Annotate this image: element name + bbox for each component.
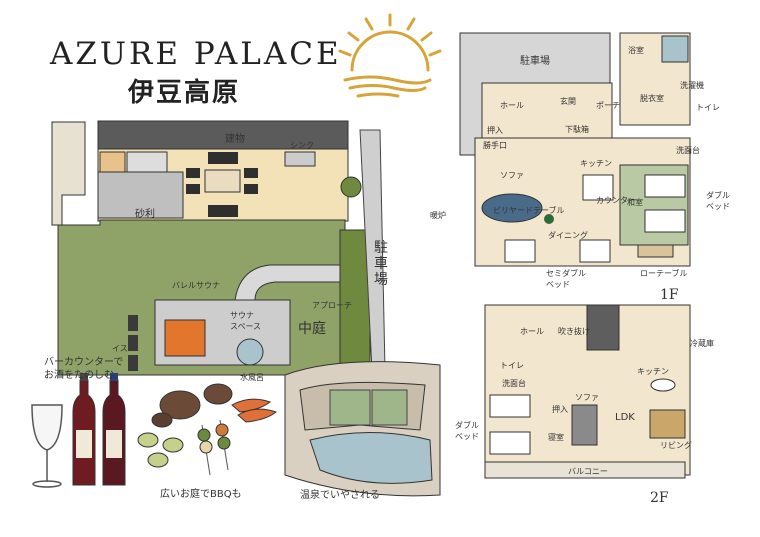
f1-semi-double-bed-label: セミダブル ベッド <box>546 269 586 289</box>
f2-living-label: リビング <box>660 441 692 450</box>
bar-counter-caption: バーカウンターで お酒をたのしむ <box>44 357 124 381</box>
f1-toilet-label: トイレ <box>696 103 720 112</box>
f2-balcony-label: バルコニー <box>568 467 608 476</box>
f2-double-bed-label: ダブル ベッド <box>455 421 479 441</box>
f2-storage-label: 押入 <box>552 405 568 414</box>
f1-japanese-room-label: 和室 <box>627 198 643 207</box>
building-label: 建物 <box>225 134 245 145</box>
shrimp-icon <box>231 398 278 423</box>
floor2-tag: 2F <box>650 490 669 506</box>
f2-hall-label: ホール <box>520 327 544 336</box>
floor1-tag: 1F <box>660 287 679 303</box>
bbq-skewer-icon <box>137 383 233 476</box>
f2-toilet-label: トイレ <box>500 361 524 370</box>
f1-back-door-label: 勝手口 <box>483 141 507 150</box>
f1-kitchen-label: キッチン <box>580 159 612 168</box>
f2-void-label: 吹き抜け <box>558 327 590 336</box>
f1-washbasin-label: 洗面台 <box>676 146 700 155</box>
wine-glass-icon <box>31 404 63 488</box>
f1-dining-label: ダイニング <box>548 231 588 240</box>
bbq-caption: 広いお庭でBBQも <box>160 489 242 500</box>
wine-bottle-icon <box>72 373 126 486</box>
f2-sofa-label: ソファ <box>575 393 599 402</box>
f1-hall-label: ホール <box>500 101 524 110</box>
f1-pool-table-label: ビリヤードテーブル <box>493 206 565 215</box>
sink-label: シンク <box>290 141 314 150</box>
f2-kitchen-label: キッチン <box>637 367 669 376</box>
floor1-plan <box>459 32 691 267</box>
f1-low-table-label: ローテーブル <box>640 269 688 278</box>
sauna-space-label: サウナ スペース <box>230 311 262 331</box>
chairs-label: イス <box>112 344 128 353</box>
courtyard-label: 中庭 <box>298 321 326 337</box>
floor2-plan <box>484 304 691 479</box>
f1-double-bed-label: ダブル ベッド <box>706 191 730 211</box>
f1-shoe-box-label: 下駄箱 <box>565 125 589 134</box>
f1-sofa-label: ソファ <box>500 171 524 180</box>
f2-bedroom-label: 寝室 <box>548 433 564 442</box>
water-bath-label: 水風呂 <box>240 373 264 382</box>
f1-fireplace-label: 暖炉 <box>430 211 446 220</box>
page-title: AZURE PALACE <box>50 36 342 72</box>
f2-washbasin-label: 洗面台 <box>502 379 526 388</box>
onsen-caption: 温泉でいやされる <box>300 490 380 501</box>
gravel-label: 砂利 <box>135 209 155 220</box>
page-subtitle: 伊豆高原 <box>128 78 241 108</box>
f1-entrance-label: 玄関 <box>560 97 576 106</box>
f1-porch-label: ポーチ <box>596 101 620 110</box>
f1-parking-label: 駐車場 <box>520 56 550 67</box>
f2-ldk-label: LDK <box>615 412 635 423</box>
f1-bath-label: 浴室 <box>628 46 644 55</box>
parking-label: 駐車場 <box>374 240 388 288</box>
approach-label: アプローチ <box>312 301 352 310</box>
barrel-sauna-label: バレルサウナ <box>172 281 220 290</box>
onsen-icon <box>284 361 441 497</box>
f1-washing-machine-label: 洗濯機 <box>680 81 704 90</box>
f1-washroom-label: 脱衣室 <box>640 94 664 103</box>
f2-fridge-label: 冷蔵庫 <box>690 339 714 348</box>
sun-icon <box>338 13 442 98</box>
f1-storage-label: 押入 <box>487 126 503 135</box>
f1-counter-label: カウンター <box>596 196 636 205</box>
